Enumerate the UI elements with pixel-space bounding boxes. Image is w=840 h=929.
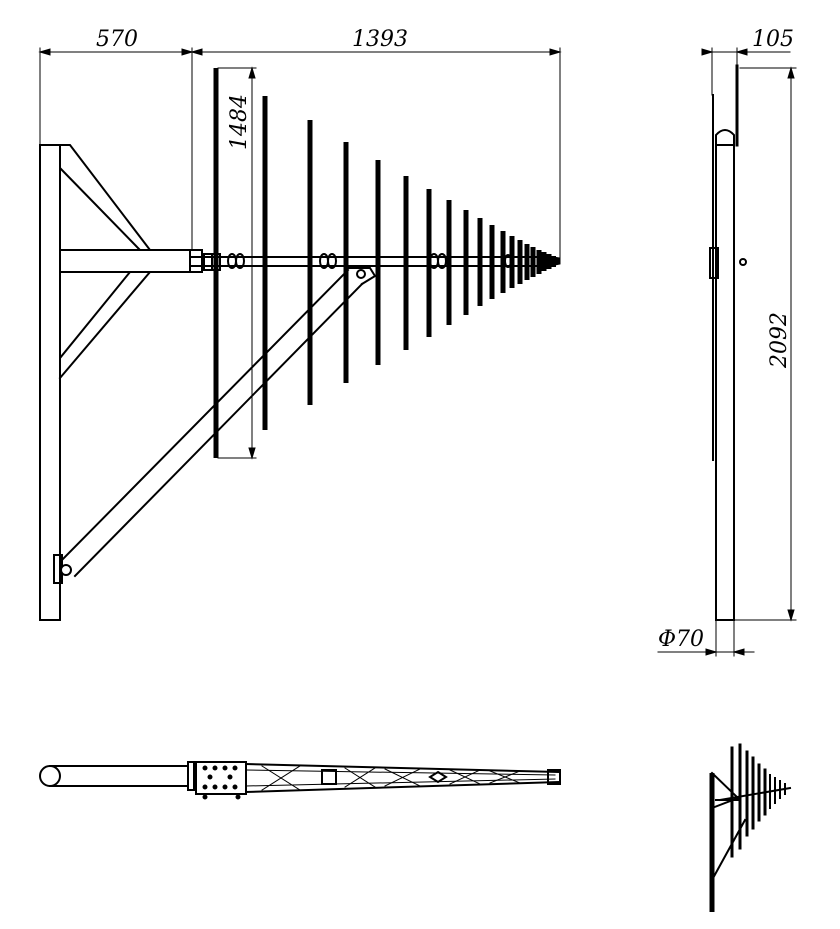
front-view: 570 1393 1484 (38, 27, 562, 621)
label-side-depth: 105 (752, 27, 794, 52)
clamp-bolts (202, 765, 241, 800)
dimension-side-depth: 105 (701, 27, 794, 96)
label-bracket-width: 570 (96, 27, 138, 52)
top-rungs (261, 765, 521, 791)
dimension-element-length: 1484 (217, 66, 257, 460)
side-mast (709, 64, 747, 621)
mounting-bracket (39, 144, 193, 621)
label-mast-height: 2092 (767, 312, 792, 369)
dipole-elements-front (213, 68, 552, 458)
top-mast-end (39, 765, 61, 787)
label-boom-length: 1393 (352, 27, 408, 52)
dimension-boom-length: 1393 (190, 27, 562, 259)
dimension-bracket-width: 570 (38, 27, 194, 251)
isometric-view (709, 743, 792, 912)
label-element-length: 1484 (227, 94, 252, 150)
top-view (39, 761, 561, 800)
label-mast-diameter: Φ70 (658, 627, 704, 652)
side-view: 105 2092 Φ70 (657, 27, 797, 657)
dimension-mast-diameter: Φ70 (657, 619, 755, 657)
dimension-mast-height: 2092 (734, 66, 797, 622)
